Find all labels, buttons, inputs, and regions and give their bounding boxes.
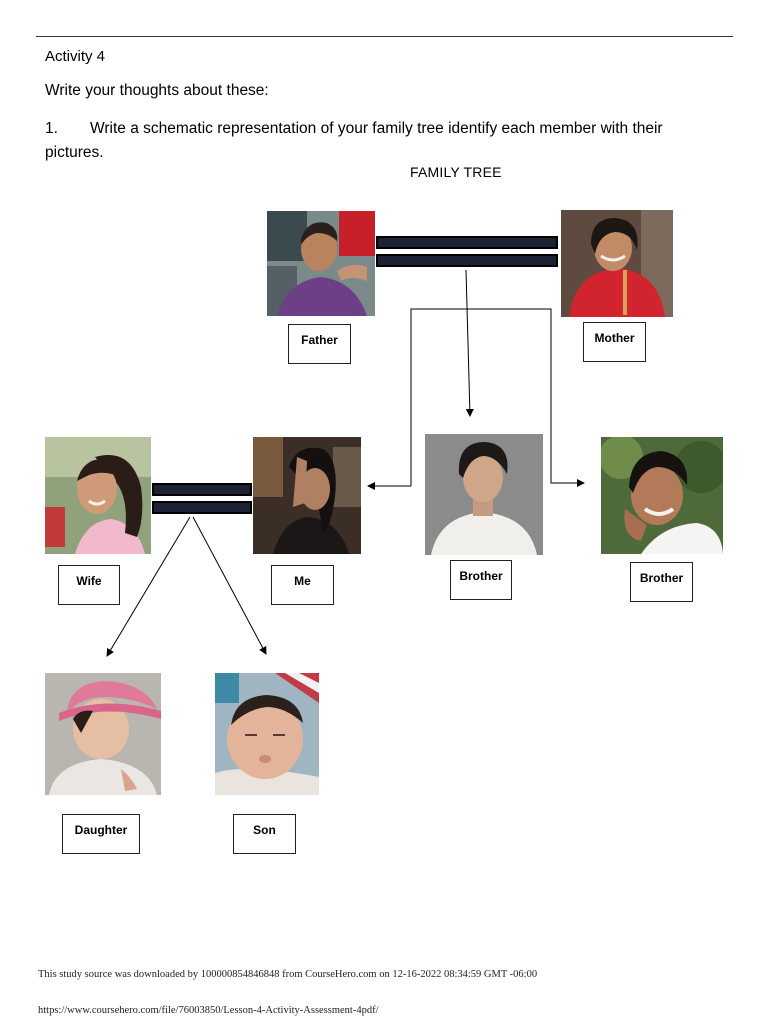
brother-2-label: Brother xyxy=(630,562,693,602)
arrow-to-daughter xyxy=(106,516,191,657)
brother-1-photo xyxy=(425,434,543,555)
instruction-text: Write your thoughts about these: xyxy=(45,82,269,99)
father-photo xyxy=(267,211,375,316)
mother-label: Mother xyxy=(583,322,646,362)
wife-label: Wife xyxy=(58,565,120,605)
source-url-link[interactable]: https://www.coursehero.com/file/76003850… xyxy=(38,1005,379,1016)
question-text: Write a schematic representation of your… xyxy=(45,120,663,161)
daughter-photo xyxy=(45,673,161,795)
activity-heading: Activity 4 xyxy=(45,48,106,65)
brother-1-label: Brother xyxy=(450,560,512,600)
download-source-note: This study source was downloaded by 1000… xyxy=(38,969,538,980)
question-1: 1.Write a schematic representation of yo… xyxy=(45,117,725,165)
daughter-label: Daughter xyxy=(62,814,140,854)
top-rule xyxy=(36,36,733,37)
me-photo xyxy=(253,437,361,554)
branch-to-brother-right xyxy=(410,308,585,487)
wife-photo xyxy=(45,437,151,554)
father-label: Father xyxy=(288,324,351,364)
son-label: Son xyxy=(233,814,296,854)
me-label: Me xyxy=(271,565,334,605)
son-photo xyxy=(215,673,319,795)
mother-photo xyxy=(561,210,673,317)
question-number: 1. xyxy=(45,120,58,137)
arrow-to-brother xyxy=(465,269,474,417)
arrow-to-son xyxy=(192,516,267,655)
brother-2-photo xyxy=(601,437,723,554)
family-tree-title: FAMILY TREE xyxy=(410,164,502,180)
